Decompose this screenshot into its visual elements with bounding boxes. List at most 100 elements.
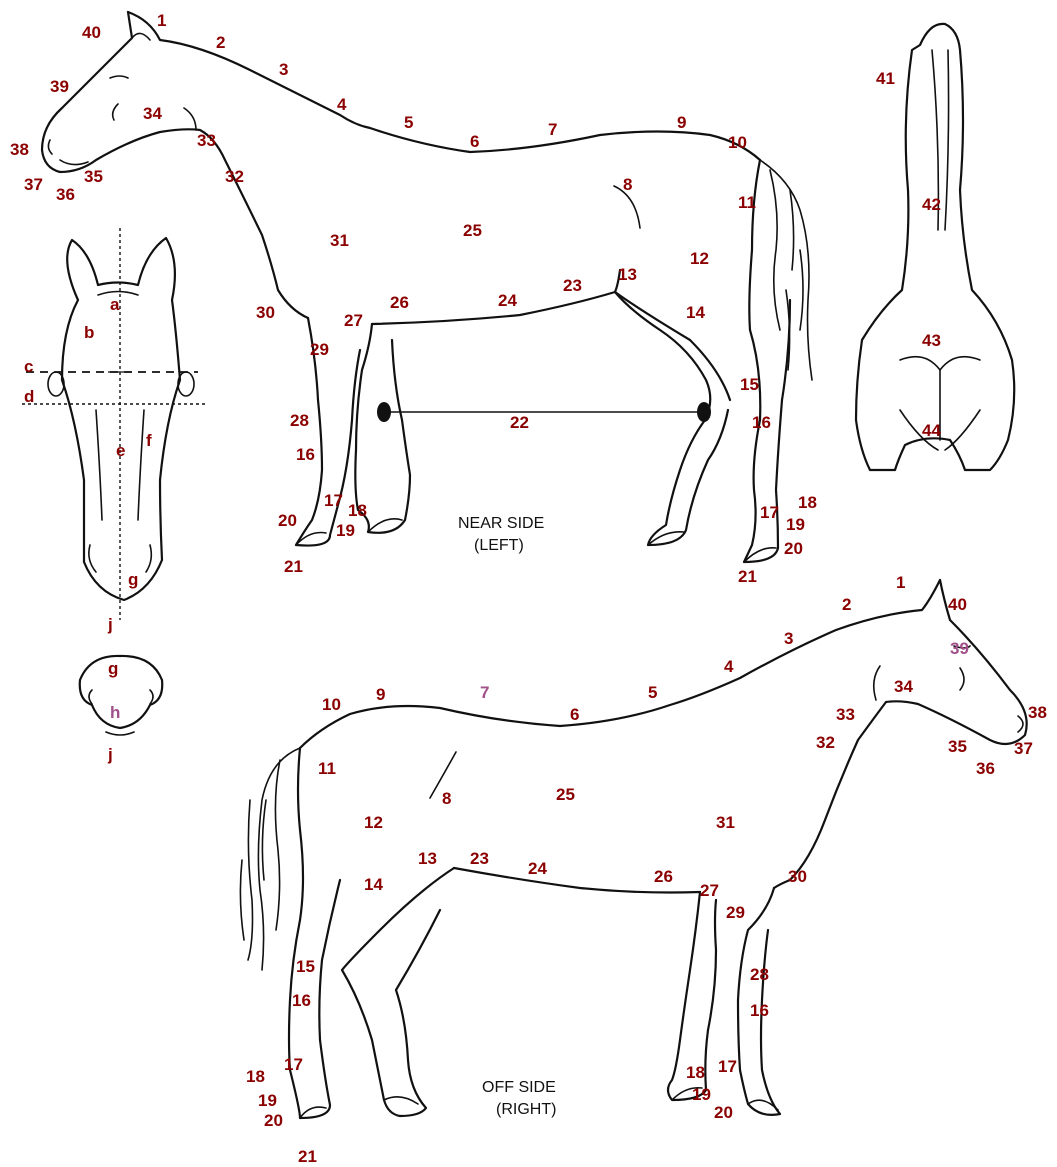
near-label-6: 6 <box>470 132 479 151</box>
off-label-16: 16 <box>292 991 311 1010</box>
near-label-17: 17 <box>324 491 343 510</box>
near-label-17: 17 <box>760 503 779 522</box>
near-label-15: 15 <box>740 375 759 394</box>
near-label-25: 25 <box>463 221 482 240</box>
head-label-g: g <box>108 659 118 678</box>
near-label-36: 36 <box>56 185 75 204</box>
near-label-27: 27 <box>344 311 363 330</box>
top-label-41: 41 <box>876 69 895 88</box>
off-label-33: 33 <box>836 705 855 724</box>
head-label-f: f <box>146 431 152 450</box>
off-label-24: 24 <box>528 859 547 878</box>
near-label-22: 22 <box>510 413 529 432</box>
near-label-14: 14 <box>686 303 705 322</box>
near-side-horse <box>42 12 812 562</box>
off-label-28: 28 <box>750 965 769 984</box>
off-label-17: 17 <box>718 1057 737 1076</box>
head-top-view <box>856 24 1014 470</box>
off-label-31: 31 <box>716 813 735 832</box>
off-label-18: 18 <box>246 1067 265 1086</box>
near-label-12: 12 <box>690 249 709 268</box>
near-label-30: 30 <box>256 303 275 322</box>
head-label-c: c <box>24 357 33 376</box>
near-label-20: 20 <box>278 511 297 530</box>
near-label-18: 18 <box>348 501 367 520</box>
near-label-21: 21 <box>738 567 757 586</box>
top-label-42: 42 <box>922 195 941 214</box>
off-label-9: 9 <box>376 685 385 704</box>
off-label-26: 26 <box>654 867 673 886</box>
off-label-20: 20 <box>714 1103 733 1122</box>
near-label-3: 3 <box>279 60 288 79</box>
near-label-9: 9 <box>677 113 686 132</box>
near-label-19: 19 <box>336 521 355 540</box>
head-label-b: b <box>84 323 94 342</box>
near-label-37: 37 <box>24 175 43 194</box>
off-label-39: 39 <box>950 639 969 658</box>
near-label-16: 16 <box>296 445 315 464</box>
off-label-3: 3 <box>784 629 793 648</box>
near-label-2: 2 <box>216 33 225 52</box>
near-side-subcaption: (LEFT) <box>474 537 524 554</box>
top-label-43: 43 <box>922 331 941 350</box>
near-label-39: 39 <box>50 77 69 96</box>
near-label-34: 34 <box>143 104 162 123</box>
near-label-32: 32 <box>225 167 244 186</box>
off-label-16: 16 <box>750 1001 769 1020</box>
near-label-1: 1 <box>157 11 166 30</box>
near-label-16: 16 <box>752 413 771 432</box>
off-label-18: 18 <box>686 1063 705 1082</box>
off-label-40: 40 <box>948 595 967 614</box>
near-label-8: 8 <box>623 175 632 194</box>
near-label-19: 19 <box>786 515 805 534</box>
off-label-36: 36 <box>976 759 995 778</box>
near-label-13: 13 <box>618 265 637 284</box>
off-label-29: 29 <box>726 903 745 922</box>
near-label-23: 23 <box>563 276 582 295</box>
off-label-35: 35 <box>948 737 967 756</box>
off-label-19: 19 <box>258 1091 277 1110</box>
off-label-34: 34 <box>894 677 913 696</box>
off-label-30: 30 <box>788 867 807 886</box>
off-side-horse <box>240 580 1026 1118</box>
off-label-17: 17 <box>284 1055 303 1074</box>
near-label-31: 31 <box>330 231 349 250</box>
off-side-caption: OFF SIDE <box>482 1079 556 1096</box>
near-side-caption: NEAR SIDE <box>458 515 544 532</box>
head-label-h: h <box>110 703 120 722</box>
off-label-5: 5 <box>648 683 657 702</box>
off-label-32: 32 <box>816 733 835 752</box>
off-label-4: 4 <box>724 657 734 676</box>
off-label-27: 27 <box>700 881 719 900</box>
near-label-33: 33 <box>197 131 216 150</box>
near-label-10: 10 <box>728 133 747 152</box>
head-label-e: e <box>116 441 125 460</box>
off-label-8: 8 <box>442 789 451 808</box>
near-label-18: 18 <box>798 493 817 512</box>
near-label-4: 4 <box>337 95 347 114</box>
off-label-6: 6 <box>570 705 579 724</box>
near-label-5: 5 <box>404 113 413 132</box>
near-label-35: 35 <box>84 167 103 186</box>
off-label-38: 38 <box>1028 703 1047 722</box>
head-label-a: a <box>110 295 120 314</box>
near-label-24: 24 <box>498 291 517 310</box>
near-label-26: 26 <box>390 293 409 312</box>
near-label-38: 38 <box>10 140 29 159</box>
off-label-19: 19 <box>692 1085 711 1104</box>
near-label-7: 7 <box>548 120 557 139</box>
near-label-20: 20 <box>784 539 803 558</box>
off-label-11: 11 <box>318 759 336 778</box>
off-label-1: 1 <box>896 573 905 592</box>
top-label-44: 44 <box>922 421 941 440</box>
off-label-2: 2 <box>842 595 851 614</box>
head-label-g: g <box>128 570 138 589</box>
head-label-j: j <box>107 745 113 764</box>
labels-layer: 1234567891011121314151617181920212223242… <box>10 11 1047 1166</box>
off-label-7: 7 <box>480 683 489 702</box>
near-label-11: 11 <box>738 193 756 212</box>
head-label-j: j <box>107 615 113 634</box>
off-label-10: 10 <box>322 695 341 714</box>
off-label-21: 21 <box>298 1147 317 1166</box>
